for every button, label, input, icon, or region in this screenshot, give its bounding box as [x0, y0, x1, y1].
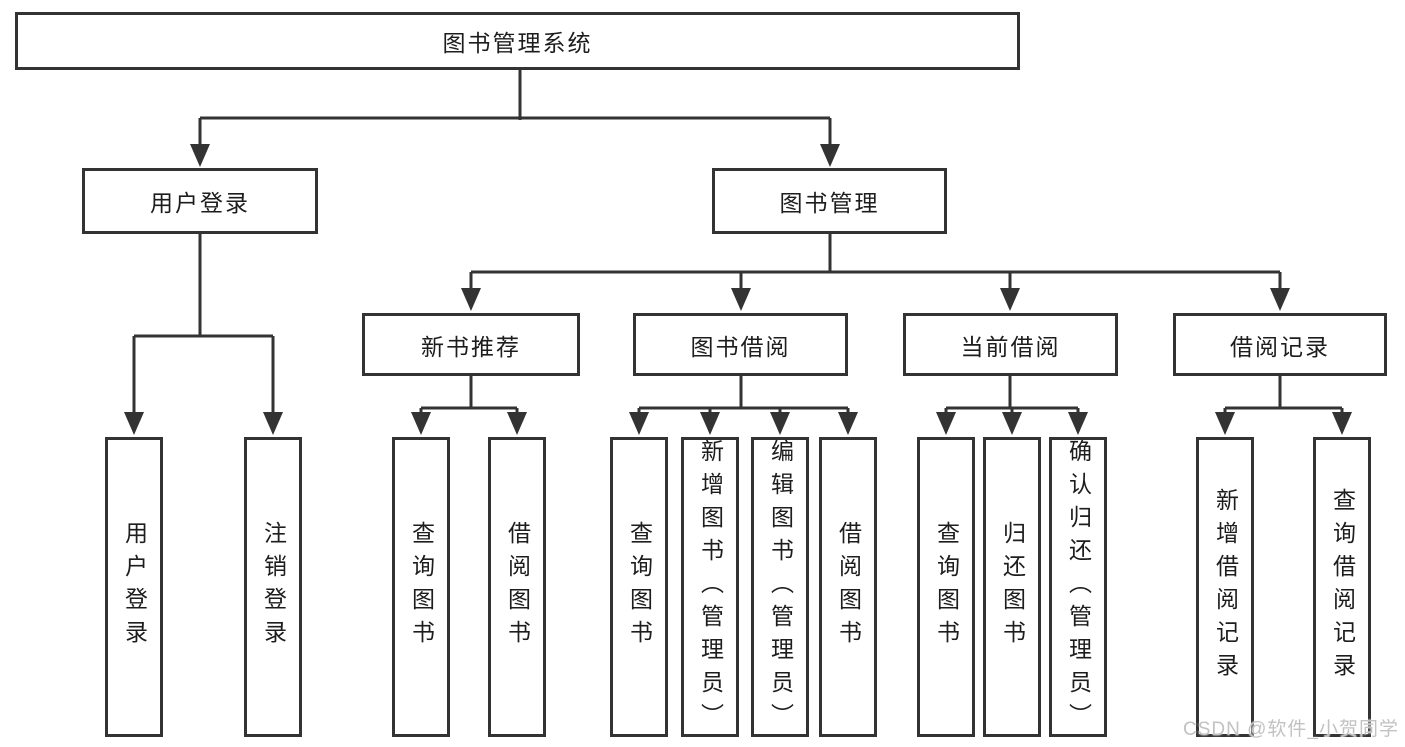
leaf-label: 查询图书: [626, 521, 653, 653]
leaf-return-books: 归还图书: [983, 437, 1041, 737]
leaf-borrow-books-recommend: 借阅图书: [488, 437, 546, 737]
leaf-label: 用户登录: [121, 521, 148, 653]
node-library-management-system: 图书管理系统: [15, 12, 1020, 70]
leaf-edit-books-admin: 编辑图书（管理员）: [751, 437, 809, 737]
leaf-user-login: 用户登录: [105, 437, 163, 737]
node-book-borrowing: 图书借阅: [633, 313, 848, 376]
leaf-label: 查询图书: [933, 521, 960, 653]
node-new-book-recommendation: 新书推荐: [362, 313, 580, 376]
node-book-management: 图书管理: [712, 168, 947, 234]
leaf-query-books-borrow: 查询图书: [610, 437, 668, 737]
leaf-label: 确认归还（管理员）: [1065, 438, 1092, 736]
leaf-query-books-recommend: 查询图书: [392, 437, 450, 737]
leaf-confirm-return-admin: 确认归还（管理员）: [1049, 437, 1107, 737]
leaf-label: 查询借阅记录: [1329, 488, 1356, 686]
leaf-label: 注销登录: [260, 521, 287, 653]
leaf-label: 编辑图书（管理员）: [767, 438, 794, 736]
watermark: CSDN @软件_小贺同学: [1183, 719, 1399, 740]
leaf-label: 查询图书: [408, 521, 435, 653]
node-user-login: 用户登录: [82, 168, 318, 234]
node-borrowing-records: 借阅记录: [1173, 313, 1387, 376]
leaf-add-borrow-record: 新增借阅记录: [1196, 437, 1254, 737]
leaf-label: 借阅图书: [835, 521, 862, 653]
leaf-label: 新增借阅记录: [1212, 488, 1239, 686]
leaf-label: 新增图书（管理员）: [697, 438, 724, 736]
leaf-add-books-admin: 新增图书（管理员）: [681, 437, 739, 737]
leaf-label: 归还图书: [999, 521, 1026, 653]
node-current-borrowing: 当前借阅: [903, 313, 1118, 376]
leaf-query-borrow-record: 查询借阅记录: [1313, 437, 1371, 737]
leaf-label: 借阅图书: [504, 521, 531, 653]
leaf-borrow-books: 借阅图书: [819, 437, 877, 737]
leaf-query-books-current: 查询图书: [917, 437, 975, 737]
leaf-logout: 注销登录: [244, 437, 302, 737]
